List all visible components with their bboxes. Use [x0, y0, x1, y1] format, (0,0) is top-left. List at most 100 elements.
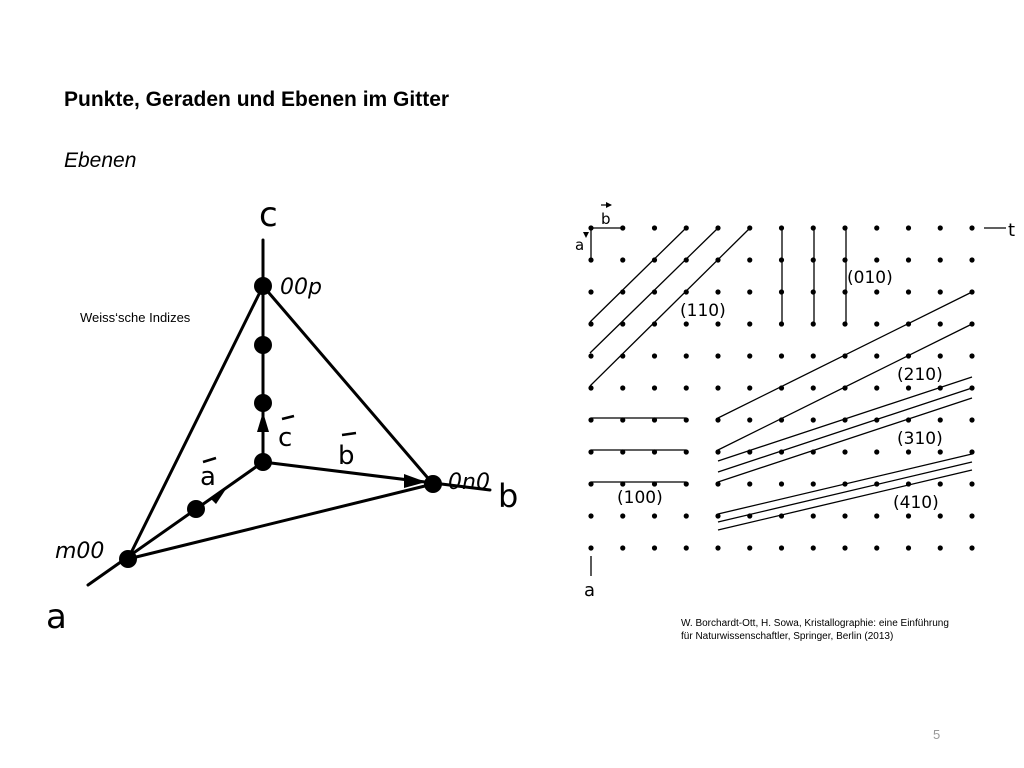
plane-310-line	[717, 387, 973, 473]
lattice-dot	[937, 321, 943, 327]
lattice-dot	[715, 385, 721, 391]
lattice-dot	[810, 417, 816, 423]
origin-point	[254, 453, 272, 471]
lattice-dot	[905, 257, 912, 263]
lattice-dot	[588, 385, 594, 391]
vector-c-arrow-mark	[281, 414, 295, 421]
lattice-dot	[842, 289, 848, 295]
lattice-dot	[588, 353, 594, 359]
lattice-dot	[969, 449, 975, 455]
plane-edge-ab	[126, 482, 435, 561]
vector-a-label: a	[200, 462, 216, 492]
lattice-dot	[937, 289, 943, 295]
plane-110-line	[589, 227, 751, 387]
lattice-dot	[747, 321, 753, 327]
lattice-dot	[683, 321, 689, 327]
lattice-dot	[683, 257, 689, 263]
lattice-dot	[842, 321, 848, 327]
plane-edge-ca	[126, 284, 265, 561]
plane-310-label: (310)	[897, 429, 943, 449]
a-axis-line	[86, 460, 265, 587]
lattice-dot	[874, 385, 880, 391]
plane-310-line	[717, 397, 973, 483]
lattice-dot	[874, 289, 880, 295]
weiss-indices-label: Weiss‘sche Indizes	[80, 310, 191, 325]
lattice-dot	[683, 513, 689, 519]
lattice-dot	[651, 385, 658, 391]
lattice-dot	[715, 289, 721, 295]
lattice-dot	[651, 257, 658, 263]
lattice-dot	[842, 449, 848, 455]
point-c-label: 00p	[280, 275, 322, 300]
lattice-dot	[620, 545, 626, 551]
lattice-dot	[969, 545, 975, 551]
lattice-dot	[683, 353, 689, 359]
vector-c-arrowhead	[257, 412, 269, 432]
lattice-dot	[842, 257, 848, 263]
lattice-dot	[810, 545, 816, 551]
lattice-dot	[651, 449, 658, 455]
lattice-dot	[651, 545, 658, 551]
point-b-label: 0n0	[448, 470, 490, 495]
lattice-dot	[747, 353, 753, 359]
lattice-dot	[969, 481, 975, 487]
vector-c-label: c	[278, 423, 292, 453]
plane-210-line	[717, 291, 973, 419]
lattice-dot	[620, 513, 626, 519]
lattice-dot	[937, 417, 943, 423]
page-subtitle: Ebenen	[64, 149, 137, 172]
lattice-dot	[778, 321, 785, 327]
lattice-dot	[842, 225, 848, 231]
lattice-dot	[874, 449, 880, 455]
lattice-dot	[683, 417, 689, 423]
lattice-dot	[969, 417, 975, 423]
lattice-dot	[810, 321, 816, 327]
lattice-dot	[874, 513, 880, 519]
lattice-dot	[810, 481, 816, 487]
lattice-dot	[588, 545, 594, 551]
plane-100-label: (100)	[617, 488, 663, 508]
lattice-dot	[810, 513, 816, 519]
point-00p	[254, 277, 272, 295]
lattice-dot	[905, 513, 912, 519]
lattice-dot	[588, 417, 594, 423]
plane-310-line	[717, 376, 973, 462]
vector-a-arrowhead	[210, 489, 226, 504]
lattice-dot	[747, 289, 753, 295]
vector-a-arrow-mark	[202, 456, 217, 464]
lattice-dot	[810, 385, 816, 391]
vector-b-arrowhead	[404, 474, 426, 488]
lattice-dot	[620, 417, 626, 423]
plane-edge-cb	[261, 284, 435, 486]
lattice-dot	[874, 353, 880, 359]
lattice-dot	[651, 513, 658, 519]
lattice-dot	[651, 417, 658, 423]
point-0n0	[424, 475, 442, 493]
lattice-dot	[874, 257, 880, 263]
lattice-dot	[937, 257, 943, 263]
basis-a-label: a	[575, 236, 584, 254]
lattice-dot	[620, 481, 626, 487]
lattice-dot	[683, 385, 689, 391]
lattice-dot	[842, 545, 848, 551]
lattice-dot	[810, 225, 816, 231]
lattice-dot	[937, 481, 943, 487]
point-a-label: m00	[55, 539, 104, 564]
plane-210-label: (210)	[897, 365, 943, 385]
t-label: t	[1008, 220, 1015, 241]
lattice-dot	[842, 513, 848, 519]
axis-c-label: c	[259, 195, 278, 235]
lattice-dot	[588, 449, 594, 455]
b-axis-line	[261, 460, 492, 492]
lattice-dot	[747, 417, 753, 423]
lattice-dot	[588, 481, 594, 487]
lattice-dot	[810, 289, 816, 295]
lattice-point	[254, 394, 272, 412]
lattice-dot	[651, 481, 658, 487]
axis-a-label: a	[46, 597, 67, 637]
page-number: 5	[933, 727, 941, 742]
plane-010-label: (010)	[847, 268, 893, 288]
lattice-dot	[937, 513, 943, 519]
